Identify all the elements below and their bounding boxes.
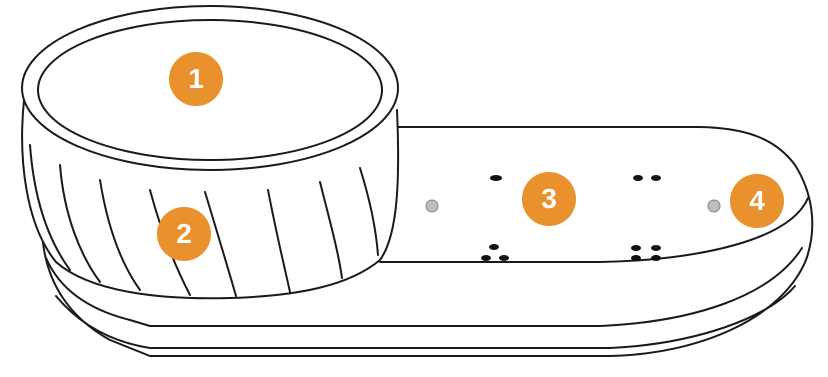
callout-3: 3 <box>522 172 576 226</box>
callout-2: 2 <box>157 207 211 261</box>
led-left <box>426 200 438 212</box>
button-two-dots-mark <box>633 175 661 181</box>
callout-4: 4 <box>730 174 784 228</box>
callout-3-label: 3 <box>541 183 557 215</box>
led-right <box>708 200 720 212</box>
callout-1-label: 1 <box>188 63 204 95</box>
button-three-dots-mark <box>481 244 509 261</box>
button-one-dot-mark <box>490 175 502 181</box>
callout-1: 1 <box>169 52 223 106</box>
callout-4-label: 4 <box>749 185 765 217</box>
callout-2-label: 2 <box>176 218 192 250</box>
button-four-dots-mark <box>631 245 661 261</box>
